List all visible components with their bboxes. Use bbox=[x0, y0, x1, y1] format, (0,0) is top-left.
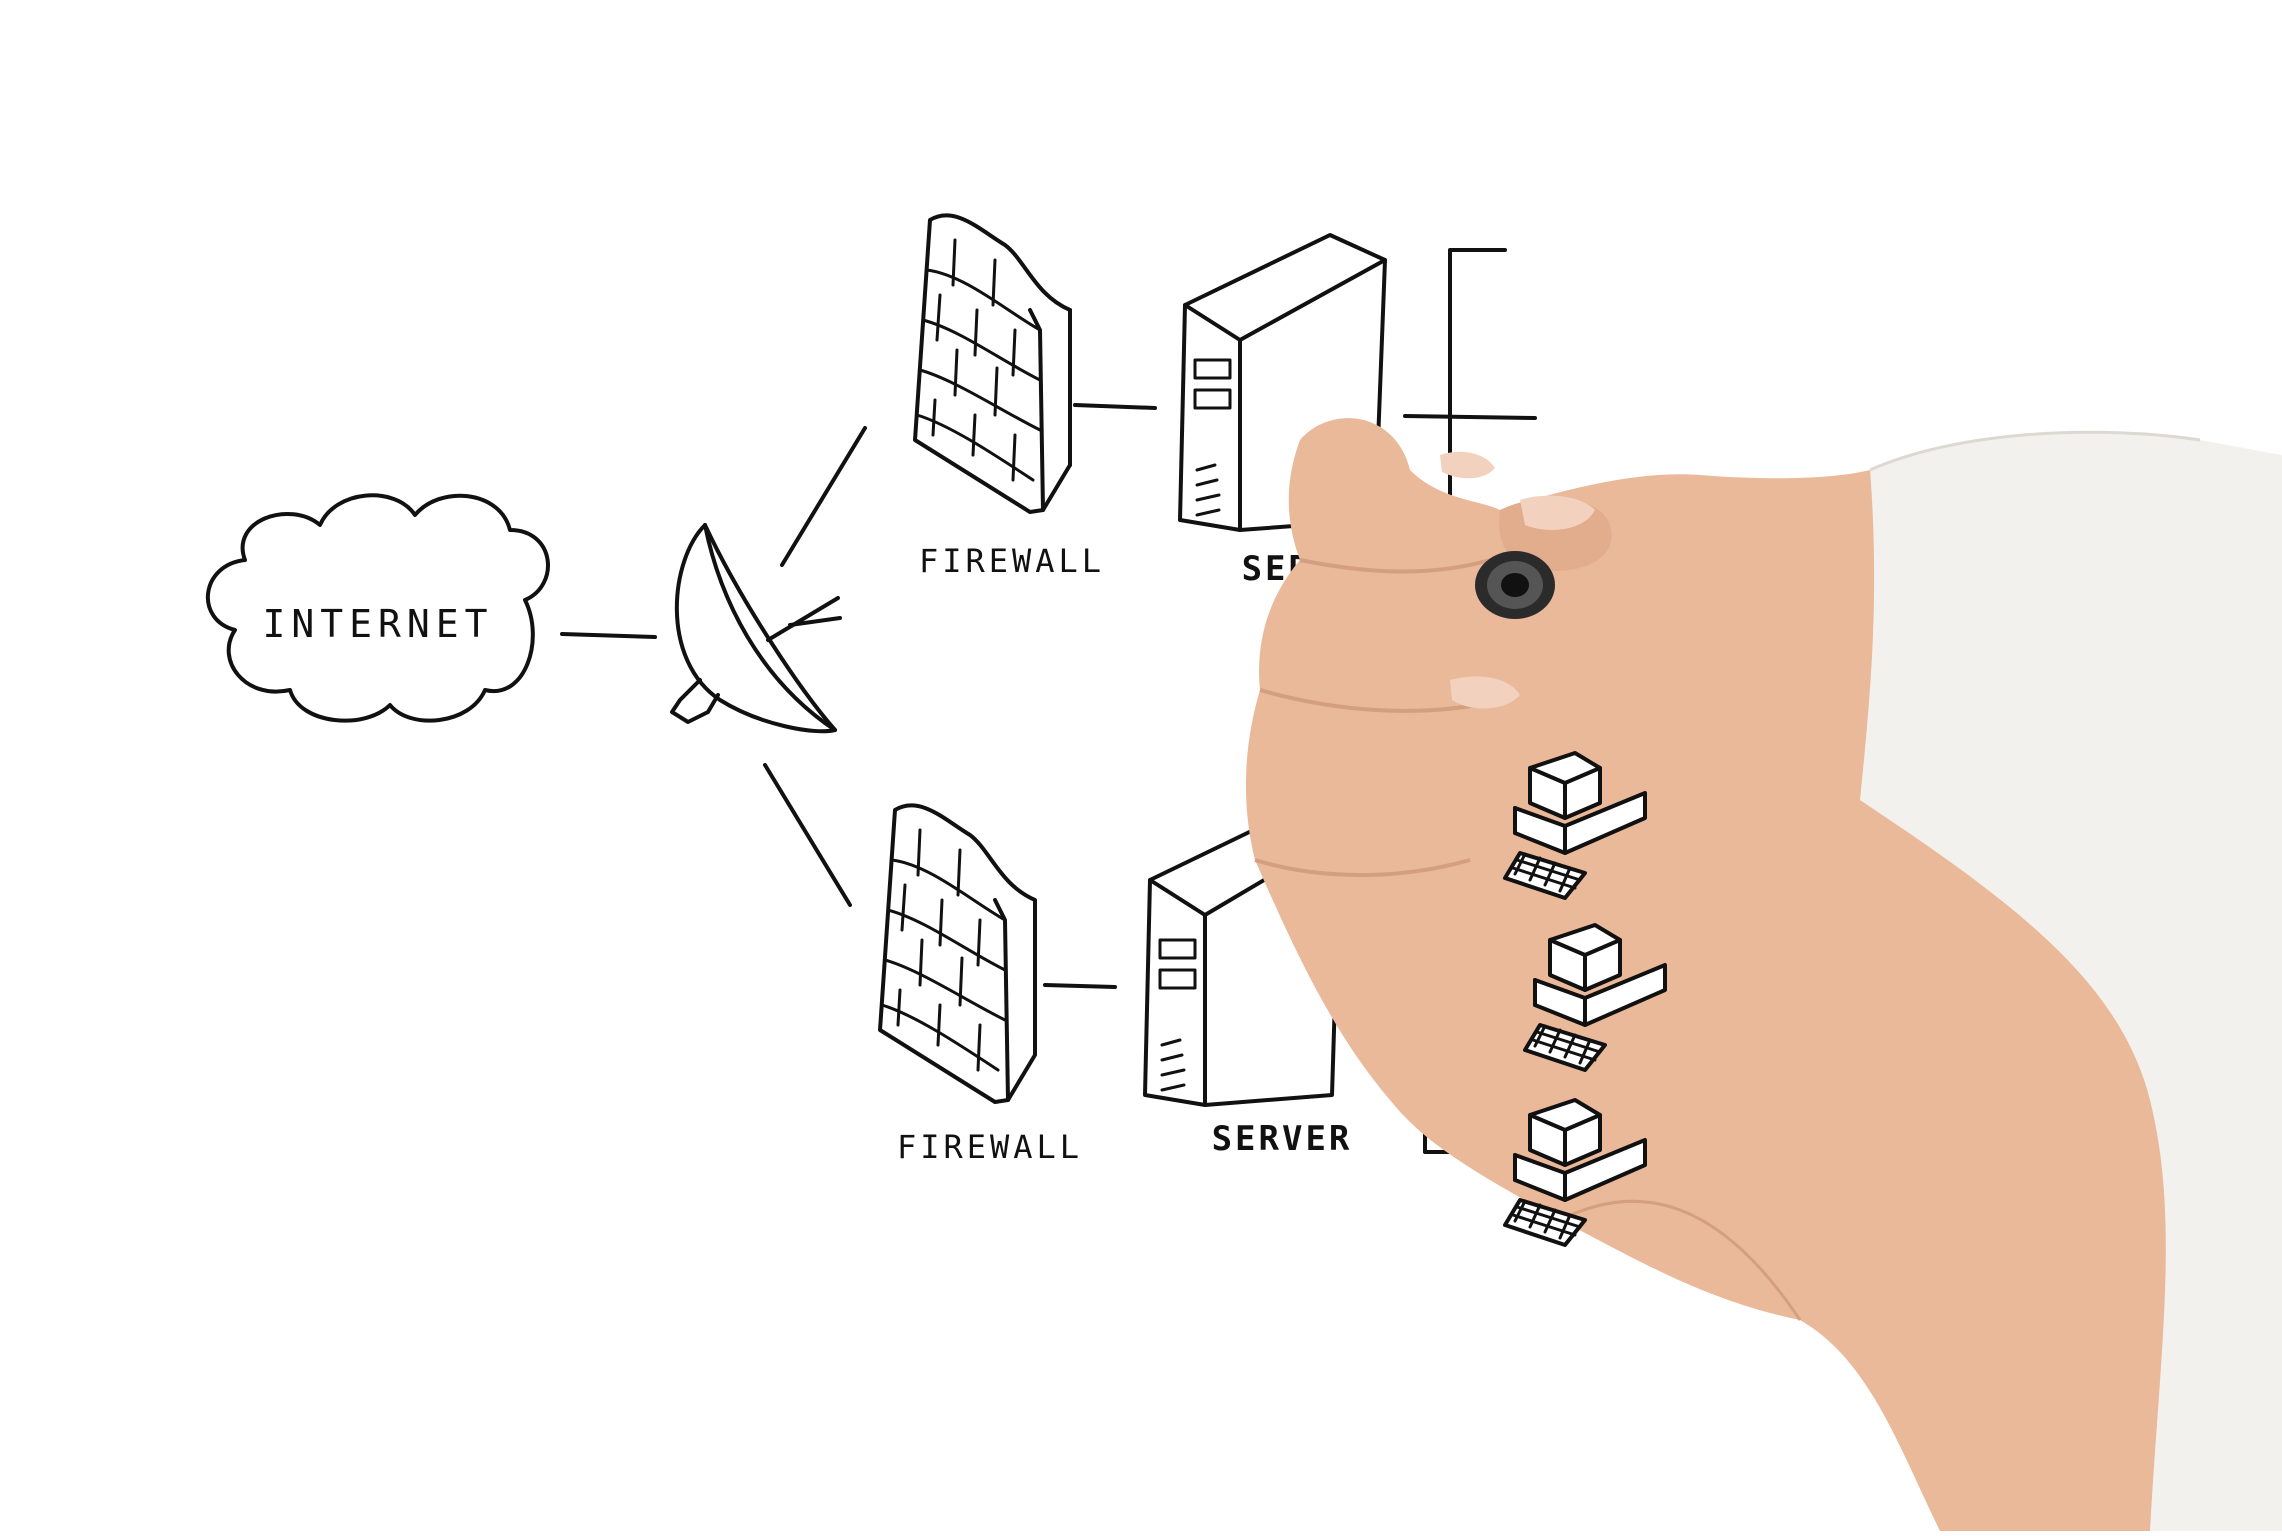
firewall-icon bbox=[878, 803, 1037, 1104]
firewall-icon bbox=[913, 213, 1072, 514]
cloud-icon bbox=[206, 493, 550, 723]
computer-icon bbox=[1503, 1098, 1647, 1247]
connection-lines bbox=[560, 403, 1157, 989]
internet-label: INTERNET bbox=[262, 602, 493, 646]
hand-icon bbox=[1245, 418, 2282, 1532]
edge-internet-dish bbox=[560, 632, 657, 639]
marker-icon bbox=[1475, 551, 1555, 619]
computer-icon bbox=[1503, 751, 1647, 900]
firewall-bottom-label: FIREWALL bbox=[897, 1128, 1083, 1166]
satellite-dish-icon bbox=[670, 523, 842, 734]
edge-dish-firewall-bottom bbox=[763, 763, 852, 907]
firewall-top-label: FIREWALL bbox=[919, 542, 1105, 580]
edge-firewall-server-top bbox=[1073, 403, 1157, 410]
edge-dish-firewall-top bbox=[780, 426, 867, 567]
computer-icon bbox=[1523, 923, 1667, 1072]
server-bottom-label: SERVER bbox=[1212, 1119, 1353, 1159]
edge-firewall-server-bottom bbox=[1043, 983, 1117, 989]
